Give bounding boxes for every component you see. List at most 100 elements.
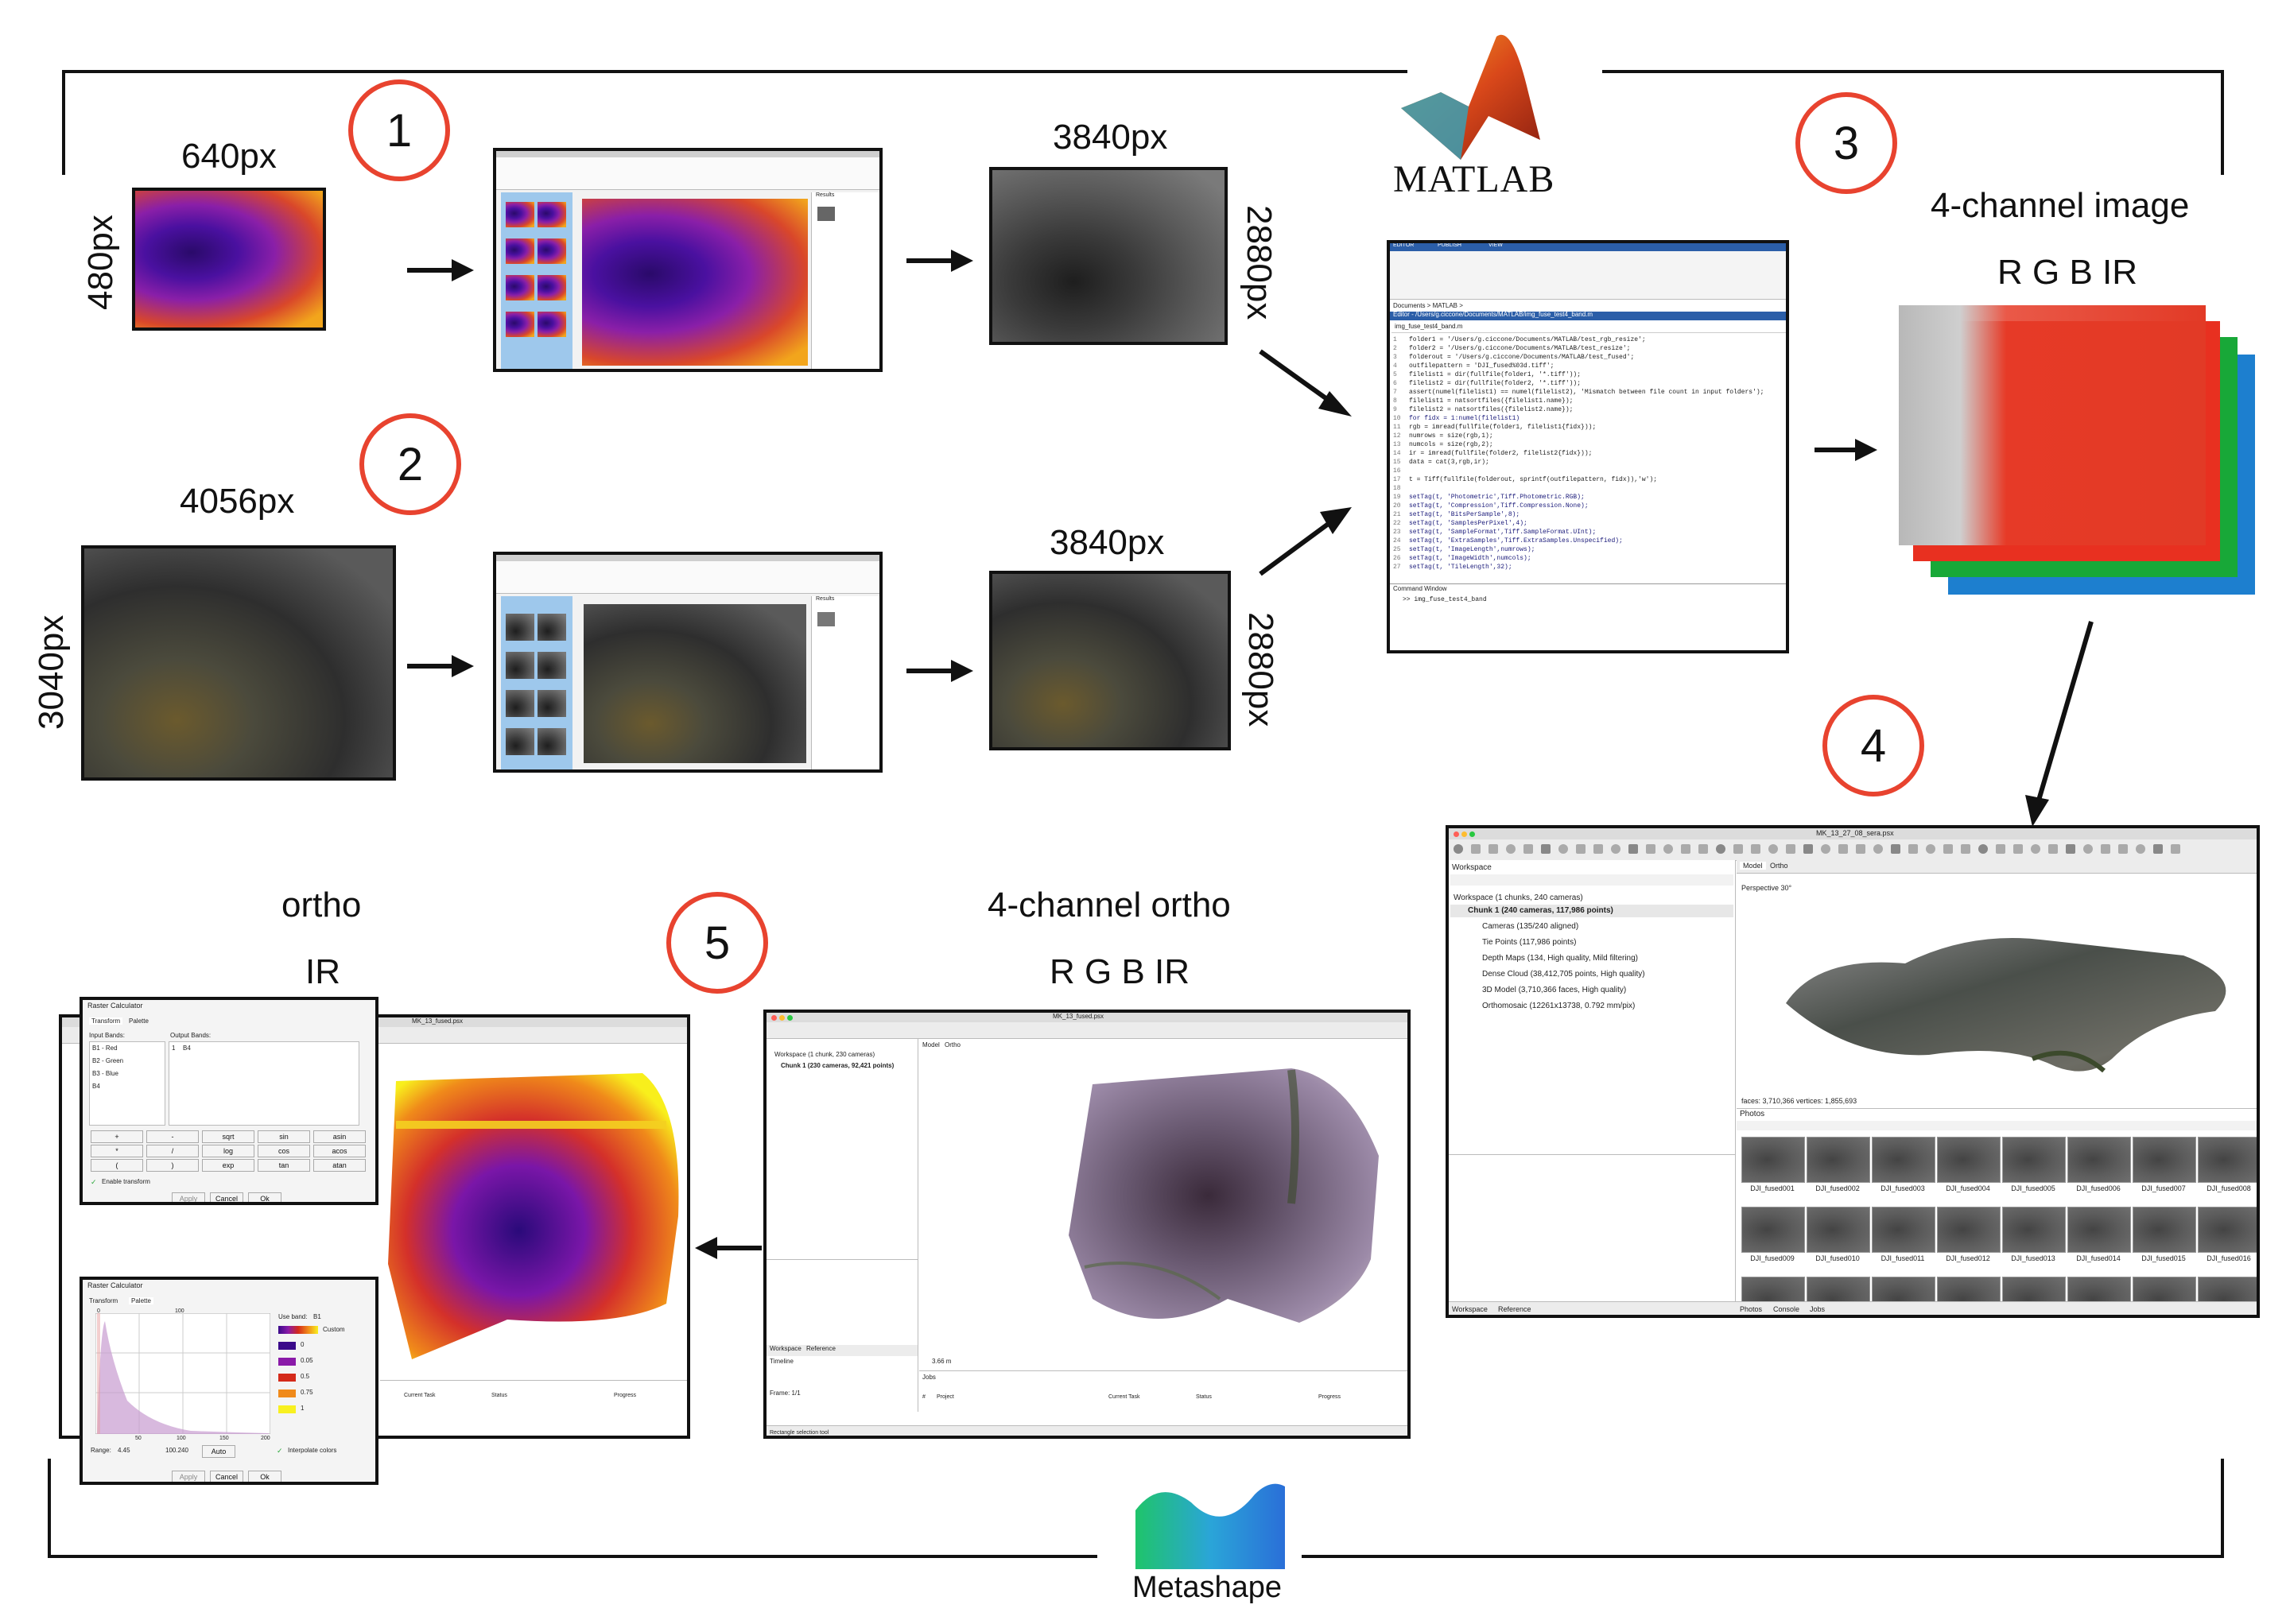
rc2-auto-button[interactable]: Auto	[202, 1445, 235, 1458]
photo-thumbnail[interactable]	[1937, 1137, 2001, 1183]
photo-thumbnail[interactable]	[1807, 1137, 1870, 1183]
photo-thumbnail[interactable]	[1872, 1137, 1935, 1183]
ortho-tab-reference[interactable]: Reference	[806, 1345, 836, 1352]
photo-thumbnail[interactable]	[2067, 1207, 2131, 1253]
photo-thumbnail[interactable]	[1807, 1207, 1870, 1253]
toolbar-tool-icon[interactable]	[1996, 844, 2005, 854]
rc1-input-b3[interactable]: B3 - Blue	[92, 1070, 118, 1077]
toolbar-tool-icon[interactable]	[1681, 844, 1690, 854]
ms-tab-model[interactable]: Model	[1740, 862, 1766, 870]
rc1-apply-button[interactable]: Apply	[172, 1192, 205, 1202]
calc-key-button[interactable]: +	[91, 1130, 143, 1143]
rc2-range-min[interactable]: 4.45	[118, 1447, 130, 1454]
toolbar-tool-icon[interactable]	[2013, 844, 2023, 854]
toolbar-tool-icon[interactable]	[1926, 844, 1935, 854]
toolbar-tool-icon[interactable]	[1576, 844, 1586, 854]
rc1-cancel-button[interactable]: Cancel	[210, 1192, 243, 1202]
rc1-output-value[interactable]: B4	[183, 1045, 191, 1052]
calc-key-button[interactable]: -	[146, 1130, 199, 1143]
rc2-range-max[interactable]: 100.240	[165, 1447, 188, 1454]
toolbar-tool-icon[interactable]	[1803, 844, 1813, 854]
rc1-enable-check-icon[interactable]: ✓	[91, 1178, 97, 1186]
ortho-view-tab-ortho[interactable]: Ortho	[945, 1041, 961, 1048]
calc-key-button[interactable]: cos	[258, 1145, 310, 1157]
toolbar-tool-icon[interactable]	[1646, 844, 1655, 854]
toolbar-tool-icon[interactable]	[1943, 844, 1953, 854]
ortho-tab-workspace[interactable]: Workspace	[770, 1345, 802, 1352]
calc-key-button[interactable]: tan	[258, 1159, 310, 1172]
ortho-chunk-label[interactable]: Chunk 1 (230 cameras, 92,421 points)	[781, 1062, 895, 1069]
photo-thumbnail[interactable]	[1937, 1207, 2001, 1253]
rc2-tab-palette[interactable]: Palette	[129, 1297, 153, 1304]
matlab-tab-editor[interactable]: EDITOR	[1393, 242, 1415, 248]
toolbar-tool-icon[interactable]	[1698, 844, 1708, 854]
tree-dense-cloud[interactable]: Dense Cloud (38,412,705 points, High qua…	[1482, 970, 1645, 979]
ms-bottom-tab-reference[interactable]: Reference	[1498, 1305, 1531, 1313]
rc1-input-b4[interactable]: B4	[92, 1083, 100, 1090]
rc2-custom-label[interactable]: Custom	[323, 1326, 345, 1333]
toolbar-tool-icon[interactable]	[1454, 844, 1463, 854]
calc-key-button[interactable]: log	[202, 1145, 254, 1157]
toolbar-tool-icon[interactable]	[1628, 844, 1638, 854]
tree-orthomosaic[interactable]: Orthomosaic (12261x13738, 0.792 mm/pix)	[1482, 1002, 1636, 1010]
toolbar-tool-icon[interactable]	[1821, 844, 1830, 854]
calc-key-button[interactable]: (	[91, 1159, 143, 1172]
ms-tab-ortho[interactable]: Ortho	[1770, 862, 1788, 870]
rc2-cancel-button[interactable]: Cancel	[210, 1471, 243, 1482]
toolbar-tool-icon[interactable]	[1506, 844, 1516, 854]
photo-thumbnail[interactable]	[1741, 1207, 1805, 1253]
palette-swatch[interactable]	[278, 1374, 296, 1382]
palette-swatch[interactable]	[278, 1358, 296, 1366]
palette-swatch[interactable]	[278, 1390, 296, 1397]
toolbar-tool-icon[interactable]	[1873, 844, 1883, 854]
toolbar-tool-icon[interactable]	[1471, 844, 1481, 854]
photo-thumbnail[interactable]	[1741, 1137, 1805, 1183]
matlab-file-tab[interactable]: img_fuse_test4_band.m	[1395, 323, 1463, 330]
photo-thumbnail[interactable]	[2067, 1137, 2131, 1183]
toolbar-tool-icon[interactable]	[1733, 844, 1743, 854]
calc-key-button[interactable]: sqrt	[202, 1130, 254, 1143]
rc1-input-b1[interactable]: B1 - Red	[92, 1045, 118, 1052]
toolbar-tool-icon[interactable]	[2171, 844, 2180, 854]
ms-bottom-tab-workspace[interactable]: Workspace	[1452, 1305, 1488, 1313]
photo-thumbnail[interactable]	[2198, 1137, 2257, 1183]
toolbar-tool-icon[interactable]	[1558, 844, 1568, 854]
toolbar-tool-icon[interactable]	[2048, 844, 2058, 854]
ms-bottom-tab-photos[interactable]: Photos	[1740, 1305, 1763, 1313]
toolbar-tool-icon[interactable]	[2101, 844, 2110, 854]
rc2-interpolate-check-icon[interactable]: ✓	[277, 1447, 283, 1455]
toolbar-tool-icon[interactable]	[1593, 844, 1603, 854]
matlab-command-line[interactable]: >> img_fuse_test4_band	[1403, 596, 1487, 603]
calc-key-button[interactable]: /	[146, 1145, 199, 1157]
toolbar-tool-icon[interactable]	[2118, 844, 2128, 854]
calc-key-button[interactable]: asin	[313, 1130, 366, 1143]
toolbar-tool-icon[interactable]	[2083, 844, 2093, 854]
toolbar-tool-icon[interactable]	[2031, 844, 2040, 854]
rc2-apply-button[interactable]: Apply	[172, 1471, 205, 1482]
toolbar-tool-icon[interactable]	[2066, 844, 2075, 854]
toolbar-tool-icon[interactable]	[1768, 844, 1778, 854]
toolbar-tool-icon[interactable]	[1891, 844, 1900, 854]
rc1-tab-palette[interactable]: Palette	[129, 1017, 149, 1025]
rc1-ok-button[interactable]: Ok	[248, 1192, 281, 1202]
toolbar-tool-icon[interactable]	[1488, 844, 1498, 854]
tree-chunk[interactable]: Chunk 1 (240 cameras, 117,986 points)	[1468, 906, 1613, 915]
rc1-tab-transform[interactable]: Transform	[89, 1017, 123, 1025]
calc-key-button[interactable]: )	[146, 1159, 199, 1172]
toolbar-tool-icon[interactable]	[1838, 844, 1848, 854]
photo-thumbnail[interactable]	[2133, 1207, 2196, 1253]
palette-swatch[interactable]	[278, 1405, 296, 1413]
toolbar-tool-icon[interactable]	[1751, 844, 1760, 854]
calc-key-button[interactable]: exp	[202, 1159, 254, 1172]
ortho-workspace-label[interactable]: Workspace (1 chunk, 230 cameras)	[774, 1051, 875, 1058]
ms-bottom-tab-jobs[interactable]: Jobs	[1810, 1305, 1826, 1313]
photo-thumbnail[interactable]	[2133, 1137, 2196, 1183]
calc-key-button[interactable]: *	[91, 1145, 143, 1157]
toolbar-tool-icon[interactable]	[1786, 844, 1795, 854]
toolbar-tool-icon[interactable]	[1611, 844, 1620, 854]
toolbar-tool-icon[interactable]	[1978, 844, 1988, 854]
toolbar-tool-icon[interactable]	[1856, 844, 1865, 854]
tree-cameras[interactable]: Cameras (135/240 aligned)	[1482, 922, 1579, 931]
rc2-ok-button[interactable]: Ok	[248, 1471, 281, 1482]
